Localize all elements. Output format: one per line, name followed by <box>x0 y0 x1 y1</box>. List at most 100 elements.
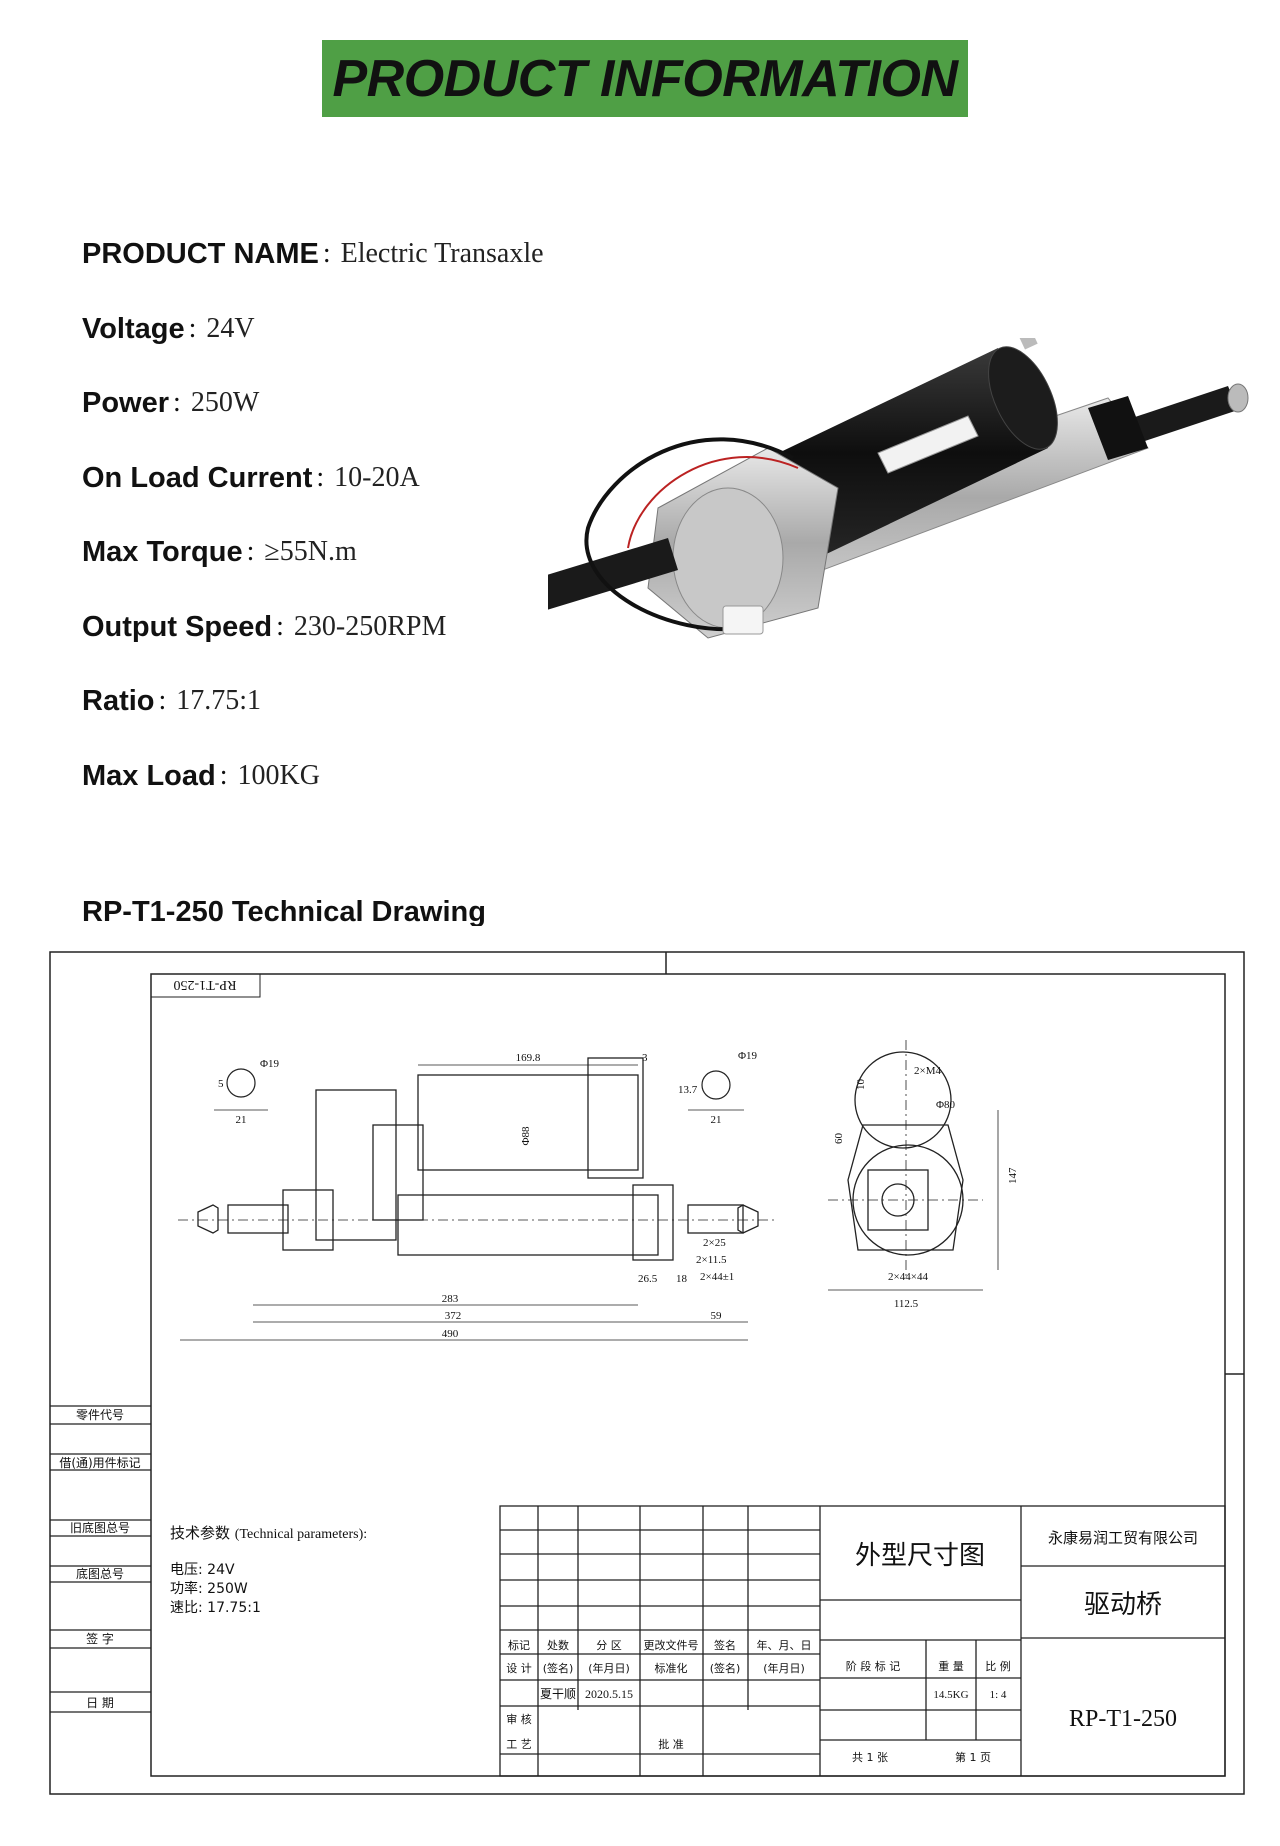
spec-row-voltage: Voltage : 24V <box>82 313 602 388</box>
spec-label: PRODUCT NAME <box>82 238 319 270</box>
spec-colon: : <box>276 610 284 642</box>
scale-label: 比 例 <box>985 1659 1011 1673</box>
cross-section-right <box>688 1070 744 1111</box>
dimension-labels: 169.8 3 13.7 Φ19 Φ19 21 21 5 Φ88 2×25 2×… <box>218 1050 1019 1340</box>
spec-value: Electric Transaxle <box>340 238 544 269</box>
spec-label: Max Load <box>82 759 216 792</box>
weight-value: 14.5KG <box>933 1689 968 1701</box>
stage-label: 阶 段 标 记 <box>846 1659 901 1673</box>
designer-name: 夏干顺 <box>540 1687 576 1701</box>
tech-param-line: 功率: 250W <box>170 1580 248 1597</box>
spec-value: 24V <box>206 312 255 344</box>
tb-cell: 标记 <box>508 1638 530 1652</box>
left-label: 签 字 <box>86 1631 114 1646</box>
spec-colon: : <box>219 759 228 791</box>
weight-label: 重 量 <box>938 1659 964 1673</box>
dim-label: 2×M4 <box>914 1065 941 1077</box>
dim-label: 2×44±1 <box>700 1271 734 1283</box>
side-view <box>178 1057 778 1261</box>
connector-plug <box>722 605 764 635</box>
tech-param-line: 电压: 24V <box>170 1562 235 1578</box>
spec-value: 10-20A <box>334 461 420 493</box>
dim-label: 21 <box>711 1114 722 1126</box>
left-label: 日 期 <box>86 1696 114 1710</box>
spec-row-output-speed: Output Speed : 230-250RPM <box>82 611 602 686</box>
dim-label: 112.5 <box>894 1298 919 1310</box>
spec-colon: : <box>316 461 325 493</box>
spec-colon: : <box>173 387 181 418</box>
mirror-code-box: RP-T1-250 <box>150 973 261 998</box>
dim-label: Φ19 <box>260 1058 280 1070</box>
title-block: 标记 处数 分 区 更改文件号 签名 年、月、日 设 计 (签名) (年月日) … <box>499 1505 1226 1777</box>
left-label: 借(通)用件标记 <box>59 1456 140 1470</box>
spec-colon: : <box>158 685 167 716</box>
dim-label: Φ80 <box>936 1099 956 1111</box>
spec-colon: : <box>322 238 331 269</box>
dim-label: Φ88 <box>520 1126 532 1146</box>
dim-label: 18 <box>676 1273 688 1285</box>
tb-cell: 年、月、日 <box>757 1638 812 1652</box>
tb-cell: 标准化 <box>655 1661 688 1675</box>
spec-label: Power <box>82 387 170 419</box>
dimension-lines <box>180 1064 999 1341</box>
spec-value: 100KG <box>237 759 320 791</box>
dim-label: 10 <box>855 1079 867 1091</box>
technical-drawing: RP-T1-250 零件代号 借(通)用件标记 旧底图总号 底图总号 签 字 日… <box>49 951 1245 1795</box>
sheet-number: 第 1 页 <box>955 1750 991 1764</box>
review-label: 审 核 <box>506 1712 532 1726</box>
gearbox-housing <box>647 447 839 639</box>
dim-label: 2×11.5 <box>696 1254 727 1266</box>
spec-colon: : <box>188 312 197 344</box>
tb-cell: 签名 <box>714 1638 736 1652</box>
dim-label: 372 <box>445 1310 462 1322</box>
company-name: 永康易润工贸有限公司 <box>1048 1529 1198 1547</box>
dim-label: 169.8 <box>516 1052 541 1064</box>
spec-row-on-load-current: On Load Current : 10-20A <box>82 462 602 537</box>
dim-label: 490 <box>442 1328 459 1340</box>
tb-cell: (签名) <box>543 1661 574 1675</box>
tb-cell: (签名) <box>710 1661 741 1675</box>
left-axle-shaft <box>548 538 678 610</box>
title-block-header-row: 标记 处数 分 区 更改文件号 签名 年、月、日 <box>508 1638 812 1652</box>
tech-params-title: 技术参数 (Technical parameters): <box>170 1524 367 1542</box>
process-label: 工 艺 <box>506 1738 532 1751</box>
sheets-total: 共 1 张 <box>852 1751 888 1764</box>
spec-value: ≥55N.m <box>264 536 357 567</box>
drawing-name: 外型尺寸图 <box>855 1541 985 1571</box>
mirror-code-text: RP-T1-250 <box>174 977 237 992</box>
dim-label: 21 <box>236 1114 247 1126</box>
transaxle-product-photo <box>548 338 1249 639</box>
spec-label: Ratio <box>82 685 155 717</box>
dim-label: 59 <box>711 1310 723 1322</box>
dim-label: 283 <box>442 1293 459 1305</box>
end-view <box>828 1040 983 1280</box>
scale-value: 1: 4 <box>990 1689 1007 1701</box>
tech-param-line: 速比: 17.75:1 <box>170 1600 261 1616</box>
spec-row-power: Power : 250W <box>82 387 602 462</box>
wiring-harness <box>584 437 799 632</box>
tb-cell: 处数 <box>547 1639 569 1652</box>
product-information-banner: PRODUCT INFORMATION <box>322 40 968 117</box>
left-margin-table: 零件代号 借(通)用件标记 旧底图总号 底图总号 签 字 日 期 <box>50 1405 151 1713</box>
approve-label: 批 准 <box>658 1737 684 1751</box>
spec-label: On Load Current <box>82 461 313 494</box>
technical-parameters: 技术参数 (Technical parameters): 电压: 24V 功率:… <box>170 1524 367 1616</box>
spec-label: Voltage <box>82 312 185 345</box>
spec-value: 230-250RPM <box>293 610 447 642</box>
right-bearing-block <box>1088 396 1148 460</box>
drawing-borders <box>49 951 1245 1795</box>
tb-cell: 分 区 <box>596 1639 622 1652</box>
tb-cell: (年月日) <box>763 1661 805 1675</box>
spec-colon: : <box>246 536 255 567</box>
spec-list: PRODUCT NAME : Electric Transaxle Voltag… <box>82 238 602 834</box>
title-block-design-row: 设 计 (签名) (年月日) 标准化 (签名) (年月日) <box>506 1661 805 1675</box>
dim-label: 5 <box>218 1078 224 1090</box>
design-date: 2020.5.15 <box>585 1687 633 1701</box>
dim-label: Φ19 <box>738 1050 758 1062</box>
dim-label: 60 <box>833 1133 845 1145</box>
motor-body <box>768 338 1058 558</box>
spec-row-product-name: PRODUCT NAME : Electric Transaxle <box>82 238 602 313</box>
dim-label: 26.5 <box>638 1273 658 1285</box>
dim-label: 147 <box>1007 1167 1019 1184</box>
tb-cell: 设 计 <box>506 1662 532 1675</box>
